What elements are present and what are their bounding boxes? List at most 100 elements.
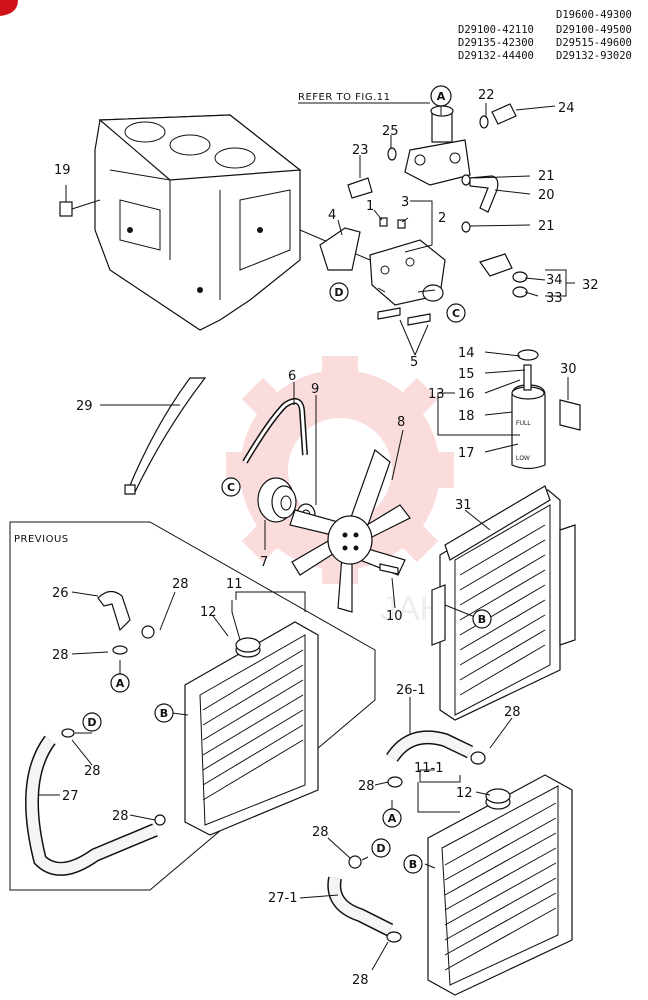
svg-text:A: A [116, 677, 125, 690]
new-clamps [348, 751, 486, 943]
svg-text:C: C [452, 307, 460, 320]
callout-28: 28 [112, 809, 129, 824]
svg-text:A: A [437, 90, 446, 103]
header-codes: D19600-49300 D29100-42110 D29100-49500 D… [458, 9, 632, 62]
part-22-washer [479, 115, 489, 129]
svg-text:A: A [388, 812, 397, 825]
part-20-bypass-hose [469, 175, 499, 213]
pump-bolts [377, 217, 431, 326]
ref-a-top: A [430, 85, 452, 107]
part-10-bolt [379, 563, 399, 575]
ref-b-frame: B [472, 609, 492, 629]
callout-22: 22 [478, 88, 495, 103]
header-code: D29132-93020 [556, 50, 632, 62]
part-13-reserve-tank: FULL LOW [511, 349, 546, 470]
brand-corner-mark [0, 0, 18, 16]
callout-29: 29 [76, 399, 93, 414]
svg-text:D: D [87, 716, 96, 729]
part-24-sender [491, 103, 556, 125]
callout-34: 34 [546, 273, 563, 288]
callout-28: 28 [172, 577, 189, 592]
callout-26-1: 26-1 [396, 683, 426, 698]
callout-31: 31 [455, 498, 472, 513]
ref-a-new: A [382, 808, 402, 828]
svg-text:C: C [227, 481, 235, 494]
callout-28: 28 [84, 764, 101, 779]
callout-4: 4 [328, 208, 336, 223]
water-pump [299, 229, 446, 306]
part-32-bracket [479, 253, 528, 298]
engine-block [94, 114, 302, 331]
callout-33: 33 [546, 291, 563, 306]
callout-2: 2 [438, 211, 446, 226]
callout-28: 28 [352, 973, 369, 988]
callout-24: 24 [558, 101, 575, 116]
callout-21: 21 [538, 219, 555, 234]
previous-lower-hose [25, 735, 158, 876]
ref-d-pump: D [329, 282, 349, 302]
callout-13: 13 [428, 387, 445, 402]
callout-11: 11 [226, 577, 243, 592]
part-6-fan-belt [242, 398, 308, 464]
callout-28: 28 [358, 779, 375, 794]
header-code: D29135-42300 [458, 37, 534, 49]
callout-21: 21 [538, 169, 555, 184]
svg-text:D: D [334, 286, 343, 299]
callout-6: 6 [288, 369, 296, 384]
part-29-shroud [124, 377, 207, 495]
callout-27: 27 [62, 789, 79, 804]
ref-c-pump: C [446, 303, 466, 323]
ref-b-new: B [403, 854, 423, 874]
callout-8: 8 [397, 415, 405, 430]
callout-19: 19 [54, 163, 71, 178]
tank-label-low: LOW [516, 456, 530, 462]
leader-lines [38, 102, 575, 971]
previous-box-frame [9, 521, 376, 891]
ref-a-prev: A [110, 673, 130, 693]
callout-14: 14 [458, 346, 475, 361]
header-code: D29132-44400 [458, 50, 534, 62]
callout-9: 9 [311, 382, 319, 397]
ref-d-prev: D [82, 712, 102, 732]
callout-3: 3 [401, 195, 409, 210]
callout-27-1: 27-1 [268, 891, 298, 906]
ref-d-new: D [371, 838, 391, 858]
callout-20: 20 [538, 188, 555, 203]
previous-label: PREVIOUS [14, 534, 69, 545]
callout-12: 12 [456, 786, 473, 801]
svg-text:B: B [409, 858, 417, 871]
callout-18: 18 [458, 409, 475, 424]
callout-28: 28 [504, 705, 521, 720]
part-25-washer [387, 147, 397, 161]
new-lower-hose [327, 876, 394, 937]
part-4-gasket [319, 227, 361, 271]
previous-upper-hose [97, 590, 131, 632]
previous-clamps [61, 625, 166, 826]
thermostat-housing [404, 105, 471, 186]
ref-b-prev: B [154, 703, 174, 723]
svg-text:B: B [160, 707, 168, 720]
tank-label-full: FULL [516, 421, 531, 427]
callout-7: 7 [260, 555, 268, 570]
callouts: 22 24 25 23 21 20 21 3 1 2 4 5 34 32 33 … [52, 88, 599, 988]
part-7-pulley [257, 477, 297, 523]
callout-15: 15 [458, 367, 475, 382]
part-19-sensor: 19 [54, 163, 101, 217]
part-31-radiator-frame [431, 485, 576, 721]
part-21-clamps [461, 174, 471, 233]
refer-note: REFER TO FIG.11 [298, 92, 390, 103]
callout-11-1: 11-1 [414, 761, 444, 776]
callout-28: 28 [312, 825, 329, 840]
new-radiator [427, 774, 573, 996]
callout-26: 26 [52, 586, 69, 601]
previous-radiator [184, 621, 319, 836]
callout-25: 25 [382, 124, 399, 139]
callout-1: 1 [366, 199, 374, 214]
svg-text:B: B [478, 613, 486, 626]
svg-text:D: D [376, 842, 385, 855]
callout-32: 32 [582, 278, 599, 293]
new-upper-hose [386, 730, 474, 763]
callout-23: 23 [352, 143, 369, 158]
header-code: D29515-49600 [556, 37, 632, 49]
header-code: D19600-49300 [556, 9, 632, 21]
